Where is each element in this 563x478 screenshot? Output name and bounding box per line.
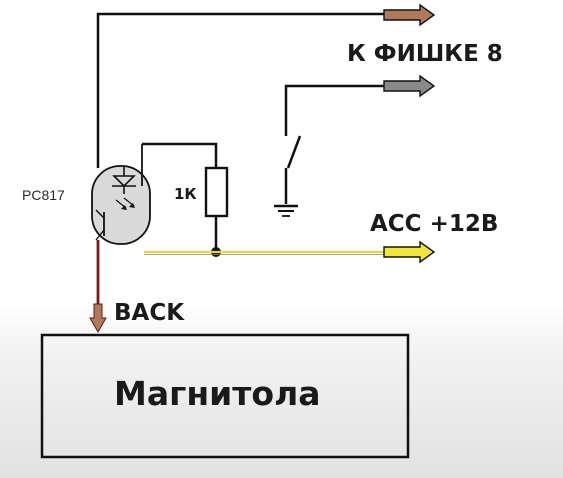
radio-box bbox=[40, 333, 410, 459]
k-fishke-label: К ФИШКЕ 8 bbox=[347, 41, 503, 67]
acc-arrow-icon bbox=[383, 240, 436, 264]
resistor-icon bbox=[204, 166, 229, 218]
back-arrow-icon bbox=[89, 303, 107, 334]
acc-label: ACC +12В bbox=[370, 211, 498, 237]
back-label: BACK bbox=[114, 300, 185, 326]
ground-icon bbox=[274, 204, 298, 217]
resistor-label: 1К bbox=[174, 185, 197, 203]
optocoupler-label: PC817 bbox=[22, 187, 65, 203]
top-output-arrow-icon bbox=[383, 3, 436, 27]
acc-wire bbox=[144, 250, 384, 255]
switch-wire bbox=[284, 84, 384, 136]
radio-label: Магнитола bbox=[114, 374, 321, 413]
optocoupler-icon bbox=[91, 144, 151, 245]
middle-output-arrow-icon bbox=[383, 74, 436, 98]
resistor-wire bbox=[142, 142, 218, 252]
top-output-wire bbox=[96, 12, 384, 168]
switch-icon bbox=[284, 135, 302, 204]
